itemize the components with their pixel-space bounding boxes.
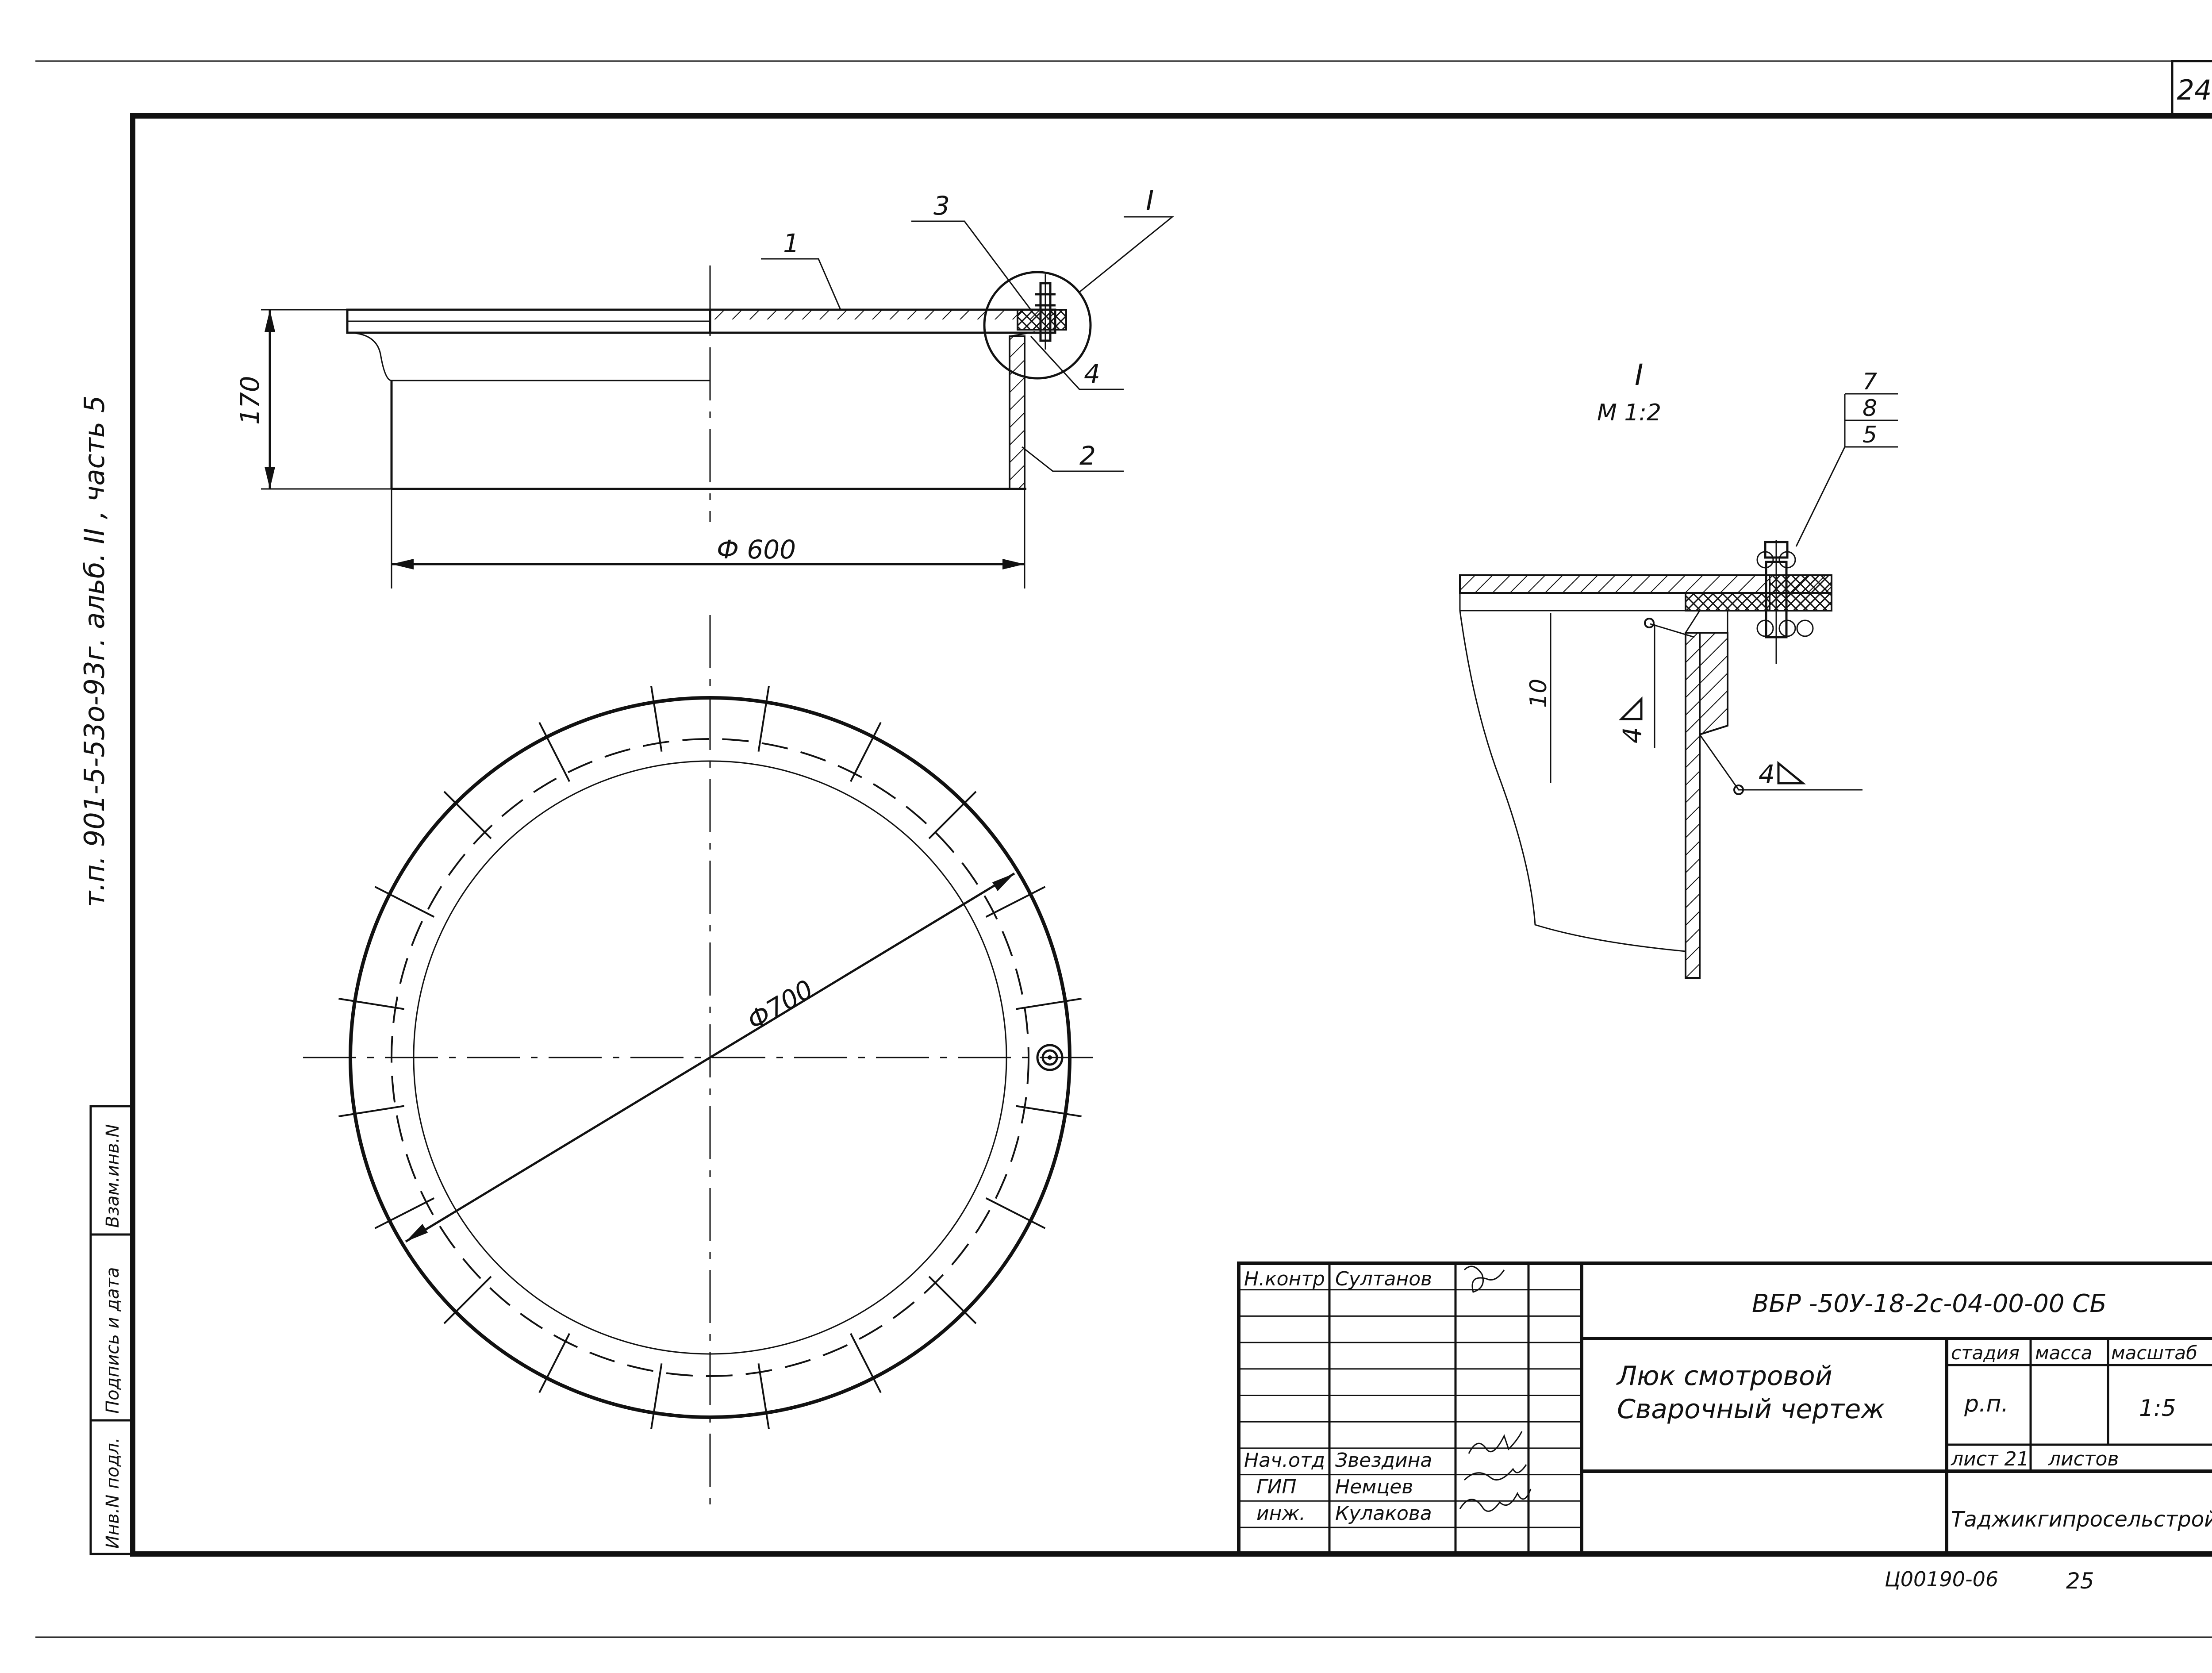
callout-1: 1	[783, 228, 799, 258]
tb-name-3: Кулакова	[1335, 1502, 1432, 1525]
bolt-mark	[338, 998, 404, 1010]
bolt-mark	[443, 791, 492, 839]
bolt-mark	[928, 1276, 977, 1324]
tb-name-1: Звездина	[1335, 1449, 1432, 1472]
signatures	[1459, 1265, 1532, 1512]
tb-name-line2: Сварочный чертеж	[1617, 1394, 1885, 1425]
tb-stage-header: стадия	[1951, 1342, 2020, 1364]
bolt-mark	[985, 1197, 1046, 1229]
tb-role-1: Нач.отд	[1244, 1449, 1325, 1472]
detail-callout-8: 8	[1863, 395, 1877, 422]
side-table: Инв.N подл. Подпись и дата Взам.инв.N	[89, 1105, 134, 1555]
detail-callout-5: 5	[1863, 422, 1877, 448]
tb-role-0: Н.контр	[1244, 1268, 1325, 1290]
dim-section-diameter: Ф 600	[717, 535, 796, 565]
tb-name-0: Султанов	[1335, 1268, 1432, 1290]
bolt-mark	[1016, 1105, 1082, 1117]
dim-plan-diameter: Ф700	[742, 974, 818, 1036]
bolt-mark	[850, 722, 882, 782]
detail-scale: М 1:2	[1597, 400, 1661, 426]
detail-callout-7: 7	[1863, 369, 1877, 395]
callout-4: 4	[1084, 359, 1100, 389]
tb-scale-header: масштаб	[2111, 1342, 2197, 1364]
side-table-sign: Подпись и дата	[103, 1267, 123, 1414]
tb-mass-header: масса	[2035, 1342, 2092, 1364]
section-view: 170 Ф 600 1 3 I 4 2	[235, 185, 1175, 588]
tb-scale-value: 1:5	[2139, 1395, 2176, 1422]
tb-stage-value: р.п.	[1964, 1391, 2008, 1417]
callout-2: 2	[1079, 441, 1096, 471]
tb-name-line1: Люк смотровой	[1616, 1361, 1832, 1392]
title-block-rows	[1239, 1289, 1582, 1528]
tb-role-2: ГИП	[1256, 1476, 1297, 1498]
tb-designation: ВБР -50У-18-2с-04-00-00 СБ	[1752, 1289, 2107, 1318]
bottom-code: Ц00190-06	[1885, 1567, 1998, 1591]
bolt-mark	[650, 686, 663, 752]
side-note: т.п. 901-5-53о-93г. альб. II , часть 5	[78, 396, 111, 907]
bolt-mark	[338, 1105, 404, 1117]
bolt-mark	[538, 1333, 570, 1393]
tb-sheets-label: листов	[2048, 1448, 2119, 1470]
bolt-mark	[1016, 998, 1082, 1010]
title-block: Н.контр Султанов Нач.отд Звездина ГИП Не…	[1237, 1261, 2212, 1556]
bolt-mark	[650, 1363, 663, 1429]
bolt-mark	[374, 1197, 435, 1229]
bolt-marks	[338, 686, 1082, 1429]
tb-sheet-label: лист 21	[1951, 1448, 2029, 1470]
plan-view: Ф700	[303, 615, 1102, 1504]
detail-dim-thickness: 10	[1525, 679, 1552, 708]
detail-title: I	[1635, 358, 1643, 392]
bolt-mark	[374, 886, 435, 918]
bolt-mark	[538, 722, 570, 782]
bolt-mark	[985, 886, 1046, 918]
callout-3: 3	[933, 191, 950, 221]
weld-1: 4	[1617, 727, 1647, 743]
bolt-mark	[850, 1333, 882, 1393]
tb-organization: Таджикгипросельстрой	[1951, 1507, 2212, 1532]
weld-2: 4	[1759, 759, 1775, 789]
bolt-mark	[928, 791, 977, 839]
bolt-mark	[443, 1276, 492, 1324]
detail-view: I М 1:2 10 4 4	[1459, 358, 1898, 979]
side-table-replace: Взам.инв.N	[103, 1124, 123, 1228]
bolt-mark	[757, 1363, 770, 1429]
dim-height: 170	[235, 376, 265, 425]
bottom-number: 25	[2066, 1568, 2094, 1594]
side-table-inv: Инв.N подл.	[103, 1437, 123, 1549]
detail-marker: I	[1146, 185, 1154, 217]
page-number: 24	[2177, 74, 2212, 106]
sheet-frame	[35, 60, 2212, 1638]
bolt-mark	[757, 686, 770, 752]
tb-name-2: Немцев	[1335, 1476, 1413, 1498]
tb-role-3: инж.	[1256, 1502, 1306, 1525]
